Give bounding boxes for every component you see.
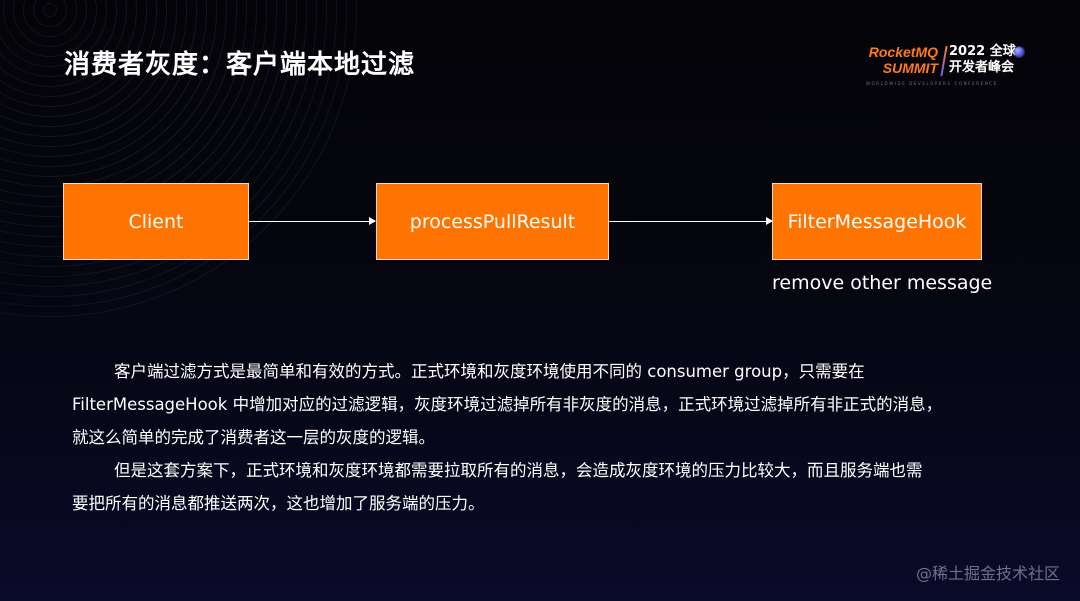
planet-icon: [1014, 47, 1024, 57]
logo-event-line2: 开发者峰会: [949, 60, 1015, 75]
logo-event: 2022 全球 开发者峰会: [949, 44, 1016, 76]
arrow-right-icon: [609, 217, 773, 225]
logo-brand: RocketMQ SUMMIT: [852, 44, 938, 76]
diagram-node-client: Client: [63, 183, 249, 260]
arrow-right-icon: [249, 217, 376, 225]
paragraph-2-line-1: 但是这套方案下，正式环境和灰度环境都需要拉取所有的消息，会造成灰度环境的压力比较…: [114, 461, 923, 480]
logo-tagline: WORLDWIDE DEVELOPERS CONFERENCE: [866, 81, 998, 86]
diagram-caption: remove other message: [772, 272, 993, 294]
rocketmq-summit-logo: RocketMQ SUMMIT 2022 全球 开发者峰会 WORLDWIDE …: [852, 44, 1032, 90]
body-paragraph-2: 但是这套方案下，正式环境和灰度环境都需要拉取所有的消息，会造成灰度环境的压力比较…: [72, 454, 1032, 520]
diagram-node-process-pull-result: processPullResult: [376, 183, 609, 260]
body-paragraph-1: 客户端过滤方式是最简单和有效的方式。正式环境和灰度环境使用不同的 consume…: [72, 355, 1032, 454]
logo-divider: [940, 46, 948, 76]
logo-brand-line1: RocketMQ: [868, 44, 938, 60]
diagram-node-filter-message-hook: FilterMessageHook: [772, 183, 982, 260]
logo-brand-line2: SUMMIT: [882, 60, 938, 76]
paragraph-2-line-2: 要把所有的消息都推送两次，这也增加了服务端的压力。: [72, 494, 485, 513]
paragraph-1-line-1: 客户端过滤方式是最简单和有效的方式。正式环境和灰度环境使用不同的 consume…: [114, 362, 865, 381]
paragraph-1-line-3: 就这么简单的完成了消费者这一层的灰度的逻辑。: [72, 428, 435, 447]
logo-event-line1: 2022 全球: [949, 44, 1016, 59]
slide-title: 消费者灰度：客户端本地过滤: [64, 50, 416, 80]
watermark: @稀土掘金技术社区: [915, 564, 1060, 583]
paragraph-1-line-2: FilterMessageHook 中增加对应的过滤逻辑，灰度环境过滤掉所有非灰…: [72, 395, 943, 414]
